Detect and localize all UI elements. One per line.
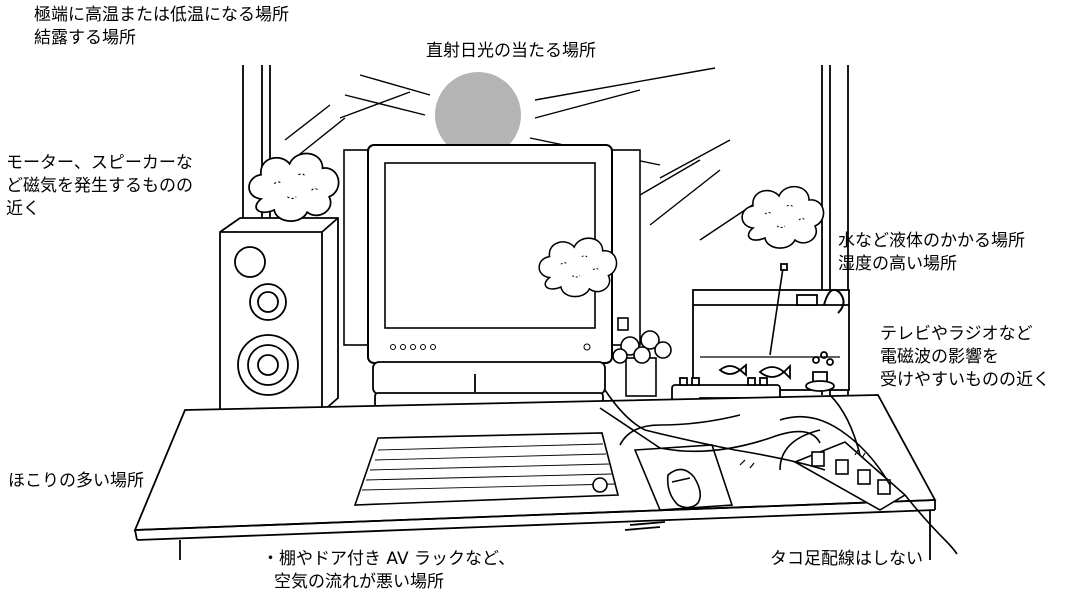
water-label-line-2: 湿度の高い場所 [838, 254, 957, 274]
sunlight-label-text: 直射日光の当たる場所 [426, 41, 596, 61]
cables [599, 389, 958, 555]
power-strip-label-text: タコ足配線はしない [770, 549, 923, 569]
electromagnetic-label-line-3: 受けやすいものの近く [880, 370, 1050, 390]
sun [435, 72, 521, 158]
dust-label-text: ほこりの多い場所 [8, 471, 144, 491]
monitor [367, 144, 613, 364]
sun-rays [284, 67, 761, 241]
dust-marks [739, 449, 866, 469]
magnetic-label-line-1: モーター、スピーカーな [6, 153, 193, 173]
electromagnetic-label: テレビやラジオなど 電磁波の影響を 受けやすいものの近く [880, 323, 1050, 392]
temperature-label-line-2: 結露する場所 [34, 28, 136, 48]
power-strip [793, 441, 907, 511]
speaker [219, 217, 339, 413]
ventilation-label-line-2: 空気の流れが悪い場所 [274, 572, 444, 592]
temperature-label: 極端に高温または低温になる場所 結露する場所 [34, 4, 289, 50]
water-label-line-1: 水など液体のかかる場所 [838, 231, 1025, 251]
temperature-label-line-1: 極端に高温または低温になる場所 [34, 5, 289, 25]
aquarium [692, 263, 850, 392]
magnetic-label-line-2: ど磁気を発生するものの [6, 176, 193, 196]
water-label: 水など液体のかかる場所 湿度の高い場所 [838, 230, 1025, 276]
ventilation-label-line-1: ・棚やドア付き AV ラックなど、 [262, 549, 516, 569]
water-cloud [741, 185, 825, 249]
sunlight-label: 直射日光の当たる場所 [426, 40, 596, 63]
mouse-pad [633, 444, 734, 511]
flower-pot [612, 330, 672, 397]
electromagnetic-label-line-2: 電磁波の影響を [880, 347, 999, 367]
magnetic-label: モーター、スピーカーな ど磁気を発生するものの 近く [6, 152, 193, 221]
electromagnetic-label-line-1: テレビやラジオなど [880, 324, 1033, 344]
power-strip-label: タコ足配線はしない [770, 548, 923, 571]
magnetic-label-line-3: 近く [6, 199, 40, 219]
ventilation-label: ・棚やドア付き AV ラックなど、 空気の流れが悪い場所 [262, 548, 515, 594]
dust-label: ほこりの多い場所 [8, 470, 144, 493]
keyboard [353, 432, 620, 506]
